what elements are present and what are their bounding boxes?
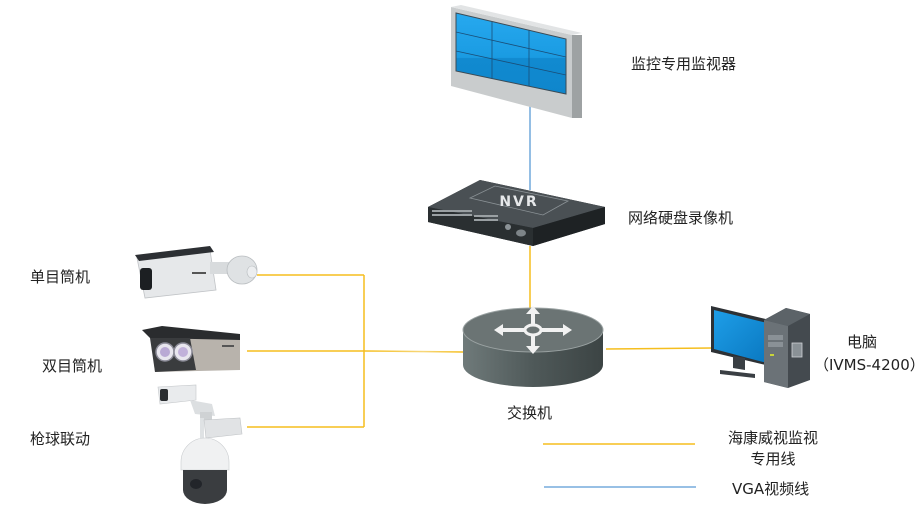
pc-label: 电脑 — [847, 333, 878, 351]
legend-dedicated-line-label-line1: 海康威视监视 — [727, 429, 818, 447]
linkage-camera-label: 枪球联动 — [30, 430, 91, 448]
ptz-linkage-camera-icon — [157, 384, 243, 504]
monitor-label: 监控专用监视器 — [631, 55, 737, 73]
dedicated-line-switch-pc — [605, 347, 713, 350]
legend-dedicated-line-label-line2: 专用线 — [750, 450, 796, 468]
nvr-label: 网络硬盘录像机 — [628, 209, 734, 227]
dual-bullet-camera-icon — [142, 326, 240, 372]
switch-label: 交换机 — [507, 404, 553, 422]
pc-software-label: （IVMS-4200） — [814, 356, 923, 374]
single-bullet-camera-icon — [135, 246, 258, 299]
nvr-device-icon — [428, 180, 605, 246]
single-camera-label: 单目筒机 — [30, 268, 91, 286]
nvr-badge: NVR — [499, 194, 538, 210]
network-switch-icon — [462, 306, 604, 387]
legend-vga-line-label: VGA视频线 — [732, 480, 810, 498]
video-wall-monitor-icon — [451, 5, 582, 118]
computer-icon — [711, 306, 810, 388]
dual-camera-label: 双目筒机 — [42, 357, 103, 375]
dedicated-line-cameras-switch — [247, 274, 464, 428]
legend-dedicated-line-label: 海康威视监视 专用线 — [720, 427, 826, 469]
